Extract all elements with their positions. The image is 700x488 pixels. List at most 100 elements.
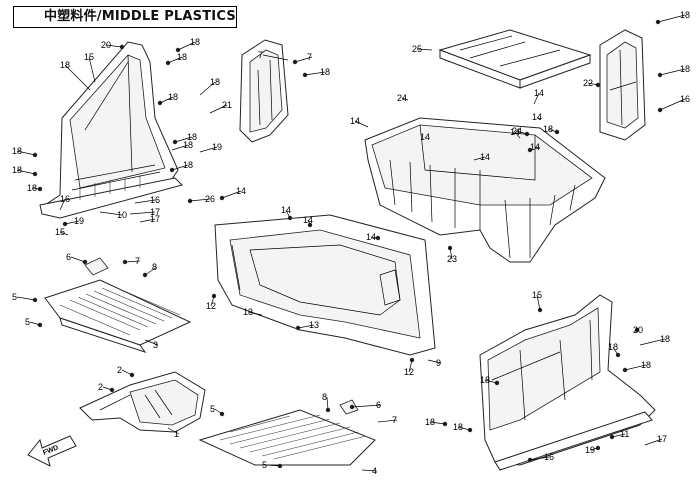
leader-line [624,364,647,371]
leader-line [70,256,86,263]
part-number-label: 18 [680,64,690,74]
part-number-label: 14 [510,127,520,137]
leader-line [16,296,36,301]
upper-bracket [239,39,289,143]
leader-line [102,386,113,391]
part-number-label: 18 [12,146,22,156]
part-number-label: 14 [303,215,313,225]
leader-line [209,104,228,114]
part-number-label: 18 [660,334,670,344]
part-number-label: 14 [420,132,430,142]
leader-line [536,294,541,311]
leader-line [167,56,183,64]
leader-line [589,447,599,451]
page-title: 中塑料件/MIDDLE PLASTICS [13,6,237,28]
part-number-label: 20 [101,40,111,50]
leader-line [449,247,453,260]
part-number-label: 16 [544,452,554,462]
leader-line [64,64,91,91]
leader-line [285,209,291,219]
part-number-label: 15 [55,227,65,237]
leader-line [121,369,133,376]
leader-line [99,211,123,216]
leader-line [124,260,141,263]
leader-line [129,211,156,215]
part-number-label: 3 [153,340,158,350]
part-number-label: 2 [117,365,122,375]
part-number-label: 15 [84,52,94,62]
leader-line [351,404,382,408]
part-number-label: 18 [183,140,193,150]
leader-line [429,421,446,425]
left-floor-tray [44,257,192,353]
part-number-label: 1 [174,429,179,439]
leader-line [177,41,196,51]
leader-line [304,71,326,76]
leader-line [307,219,311,226]
right-side-panel [479,294,656,471]
leader-line [59,198,66,211]
leader-line [31,187,41,190]
leader-line [144,339,159,346]
part-number-label: 18 [641,360,651,370]
leader-line [297,324,315,329]
leader-line [644,438,663,446]
leader-line [159,96,174,104]
leader-line [134,199,156,204]
part-number-label: 14 [236,186,246,196]
part-number-label: 18 [453,422,463,432]
part-number-label: 8 [322,392,327,402]
part-number-label: 20 [633,325,643,335]
part-number-label: 14 [350,116,360,126]
leader-line [657,14,686,23]
part-number-label: 2 [98,382,103,392]
part-number-label: 18 [425,417,435,427]
part-number-label: 18 [27,183,37,193]
part-number-label: 26 [205,194,215,204]
part-number-label: 17 [657,434,667,444]
leader-line [105,44,123,48]
part-number-label: 5 [12,292,17,302]
part-number-label: 14 [534,88,544,98]
leader-line [529,456,550,461]
leader-line [534,146,541,149]
leader-line [294,56,313,63]
leader-line [199,146,218,153]
leader-line [171,164,189,171]
part-number-label: 15 [532,290,542,300]
part-number-label: 6 [376,400,381,410]
part-number-label: 19 [585,445,595,455]
part-number-label: 11 [620,429,629,439]
part-number-label: 18 [480,375,490,385]
leader-line [639,338,666,346]
forward-arrow-icon [27,435,77,467]
part-number-label: 18 [12,165,22,175]
part-number-label: 12 [206,301,216,311]
leader-line [174,136,193,143]
part-number-label: 16 [680,94,690,104]
leader-line [408,359,413,373]
part-number-label: 18 [183,160,193,170]
part-number-label: 14 [480,152,490,162]
part-number-label: 18 [680,10,690,20]
part-number-label: 12 [404,367,414,377]
leader-line [214,408,223,415]
part-number-label: 24 [397,93,407,103]
part-number-label: 14 [530,142,540,152]
leader-line [659,68,686,76]
leader-line [144,266,158,276]
leader-line [457,426,471,431]
leader-line [326,396,329,411]
part-number-label: 8 [152,262,157,272]
leader-line [612,346,619,356]
part-number-label: 16 [60,194,70,204]
leader-line [377,419,398,423]
part-number-label: 16 [150,195,160,205]
leader-line [473,156,486,161]
right-upper-panel [599,29,646,141]
part-number-label: 13 [309,320,319,330]
storage-tub [364,117,606,263]
part-number-label: 21 [222,100,232,110]
